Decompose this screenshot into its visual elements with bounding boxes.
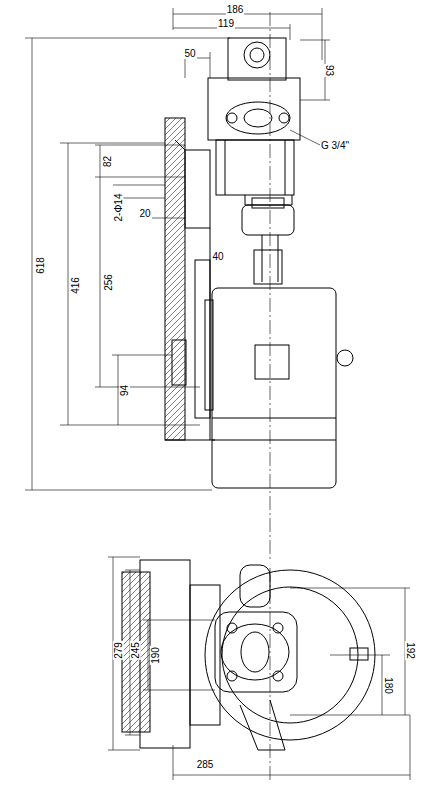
dimension-label: 180 (383, 676, 394, 695)
dimension-label: 2-Φ14 (113, 192, 124, 222)
dimension-label: 192 (405, 641, 416, 660)
dimension-label: 285 (196, 759, 215, 770)
dimension-label: 256 (103, 273, 114, 292)
dimension-label: 186 (226, 4, 245, 15)
dimension-label: 50 (183, 48, 196, 59)
dimension-label: 40 (211, 251, 224, 262)
dimension-label: 94 (120, 383, 131, 396)
dimension-label: 93 (325, 63, 336, 76)
dimension-label: 119 (217, 18, 235, 29)
dimension-label: G 3/4" (320, 140, 350, 151)
dimension-label: 618 (35, 256, 46, 275)
dimension-label: 82 (103, 154, 114, 167)
dimension-label: 245 (130, 641, 141, 660)
dimension-label: 416 (70, 276, 81, 295)
dimension-label: 20 (138, 208, 151, 219)
dimension-label: 190 (150, 646, 161, 665)
dimension-label: 279 (113, 641, 124, 660)
